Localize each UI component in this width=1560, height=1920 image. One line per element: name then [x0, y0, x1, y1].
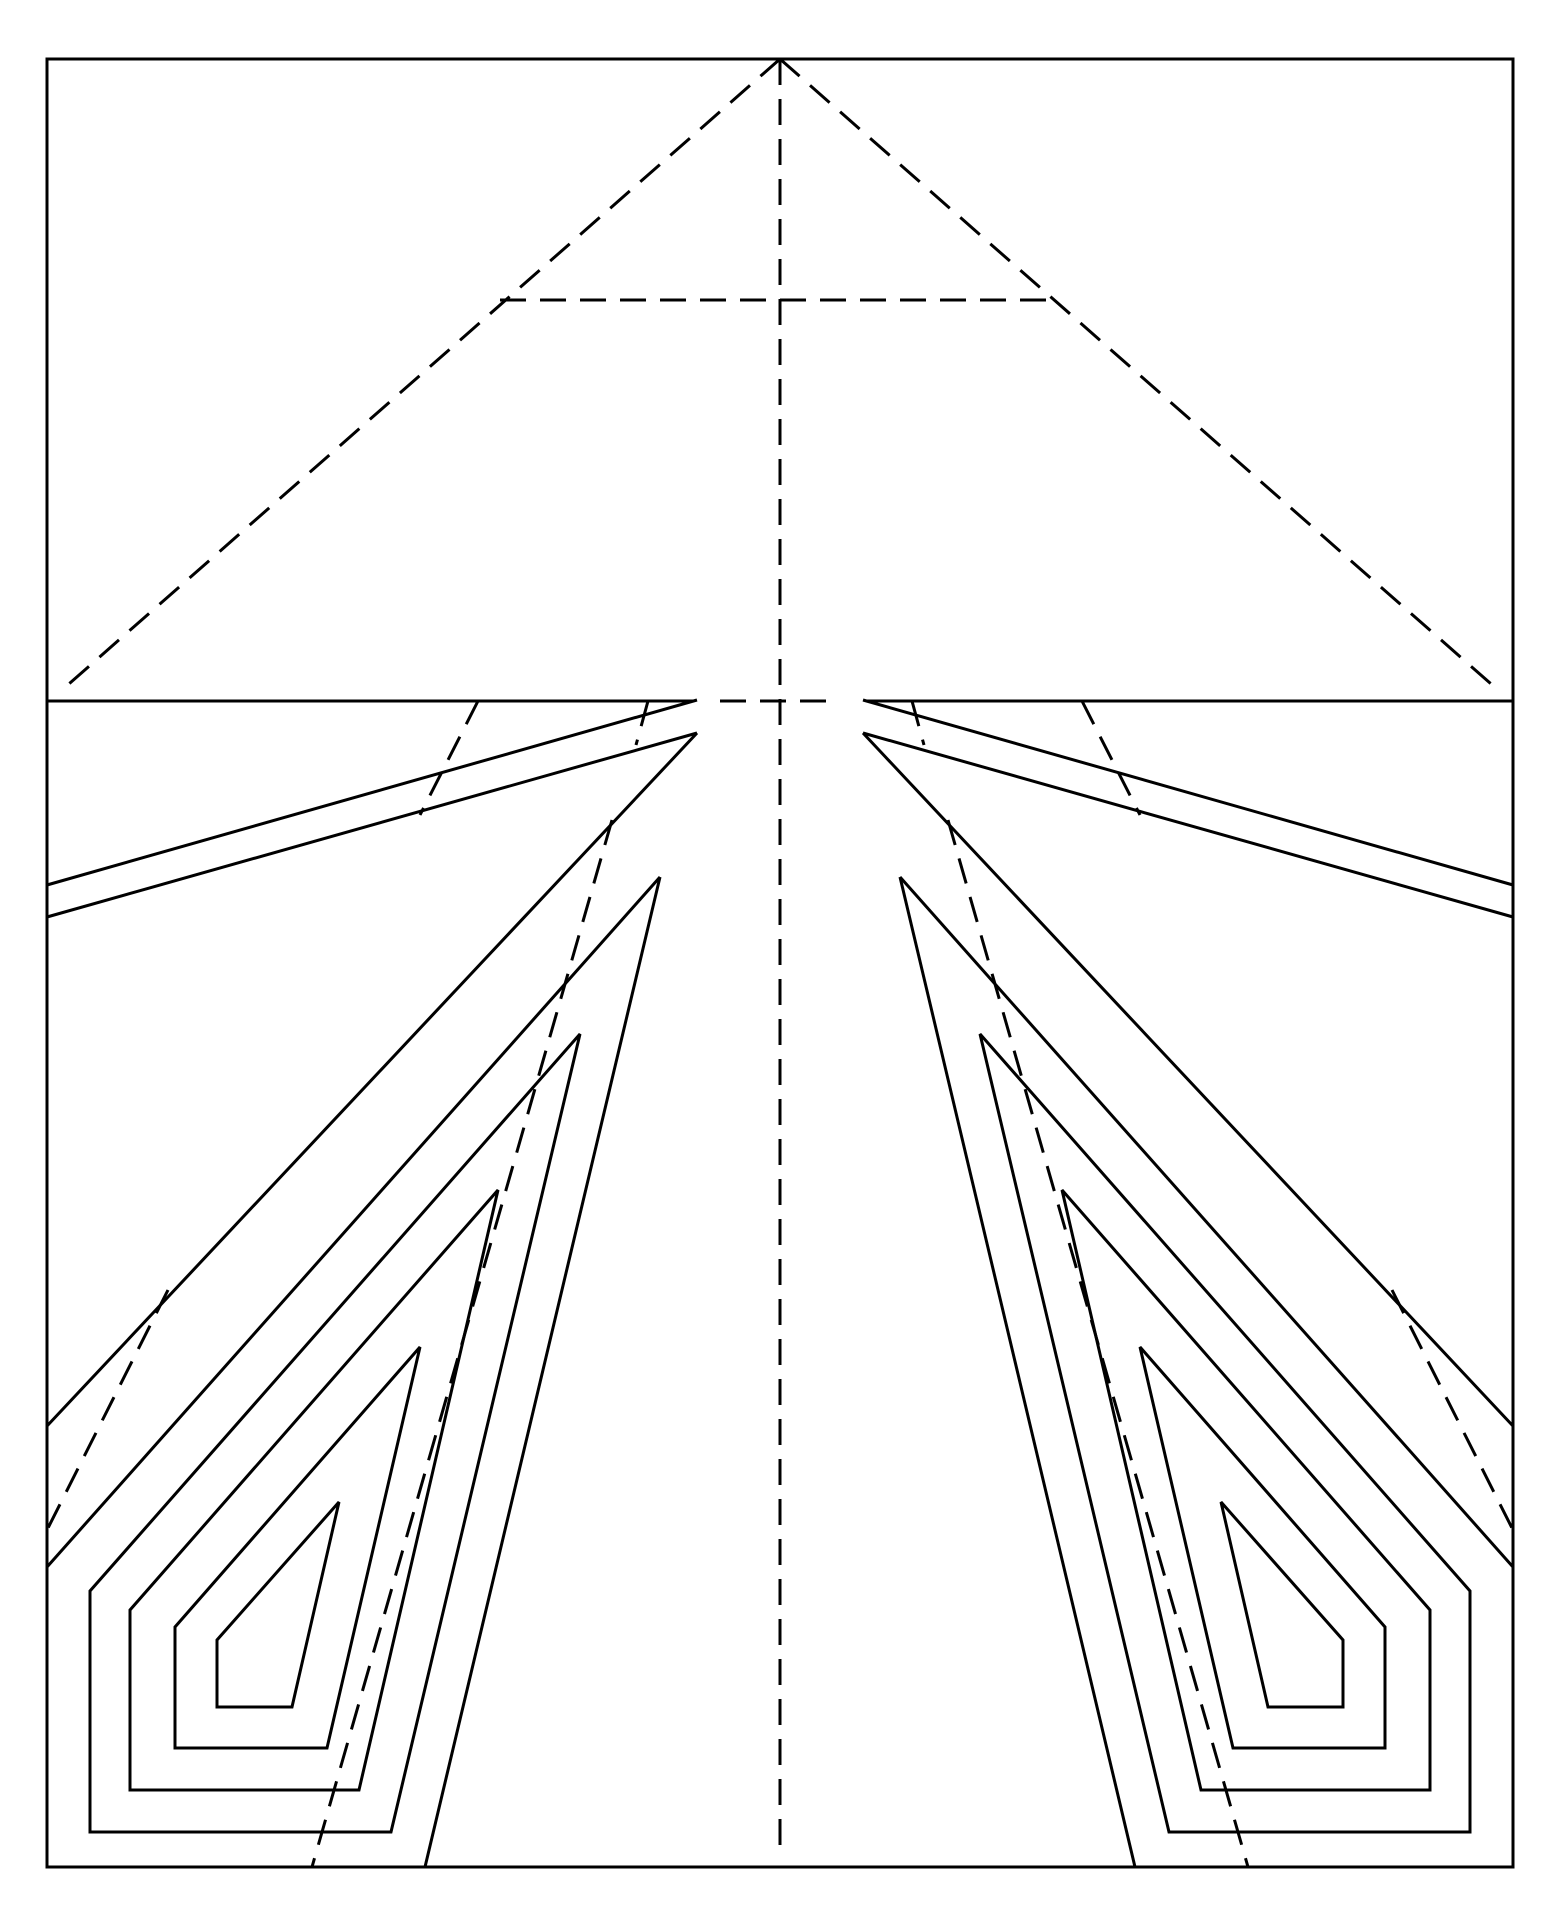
left-dashed-guide [45, 1289, 170, 1531]
left-dashed-guide [418, 700, 480, 816]
right-wing-strip-edge [862, 731, 1514, 919]
left-nested-contour [45, 876, 662, 1568]
dashed-left-diagonal [61, 57, 781, 692]
outer-frame [45, 57, 1515, 1869]
right-long-edge [861, 731, 1515, 1428]
right-dashed-guide [1390, 1289, 1515, 1531]
left-dashed-guide [634, 700, 650, 746]
dashed-right-diagonal [779, 57, 1499, 692]
left-nested-contour [88, 1033, 582, 1834]
right-nested-contour [1219, 1501, 1345, 1709]
right-dashed-guide [910, 700, 926, 746]
right-inner-edge [898, 876, 1137, 1868]
left-nested-contour [173, 1346, 422, 1750]
left-nested-contour [128, 1189, 500, 1792]
right-wing-strip-edge [862, 698, 1514, 887]
left-dashed-guide [310, 819, 614, 1868]
left-long-edge [45, 731, 699, 1428]
left-wing-strip-edge [46, 698, 698, 887]
right-dashed-guide [1080, 700, 1142, 816]
right-nested-contour [1138, 1346, 1387, 1750]
right-nested-contour [1060, 1189, 1432, 1792]
left-inner-edge [423, 876, 662, 1868]
left-nested-contour [215, 1501, 341, 1709]
right-nested-contour [898, 876, 1515, 1568]
right-dashed-guide [946, 819, 1250, 1868]
right-nested-contour [978, 1033, 1472, 1834]
left-wing-strip-edge [46, 731, 698, 919]
